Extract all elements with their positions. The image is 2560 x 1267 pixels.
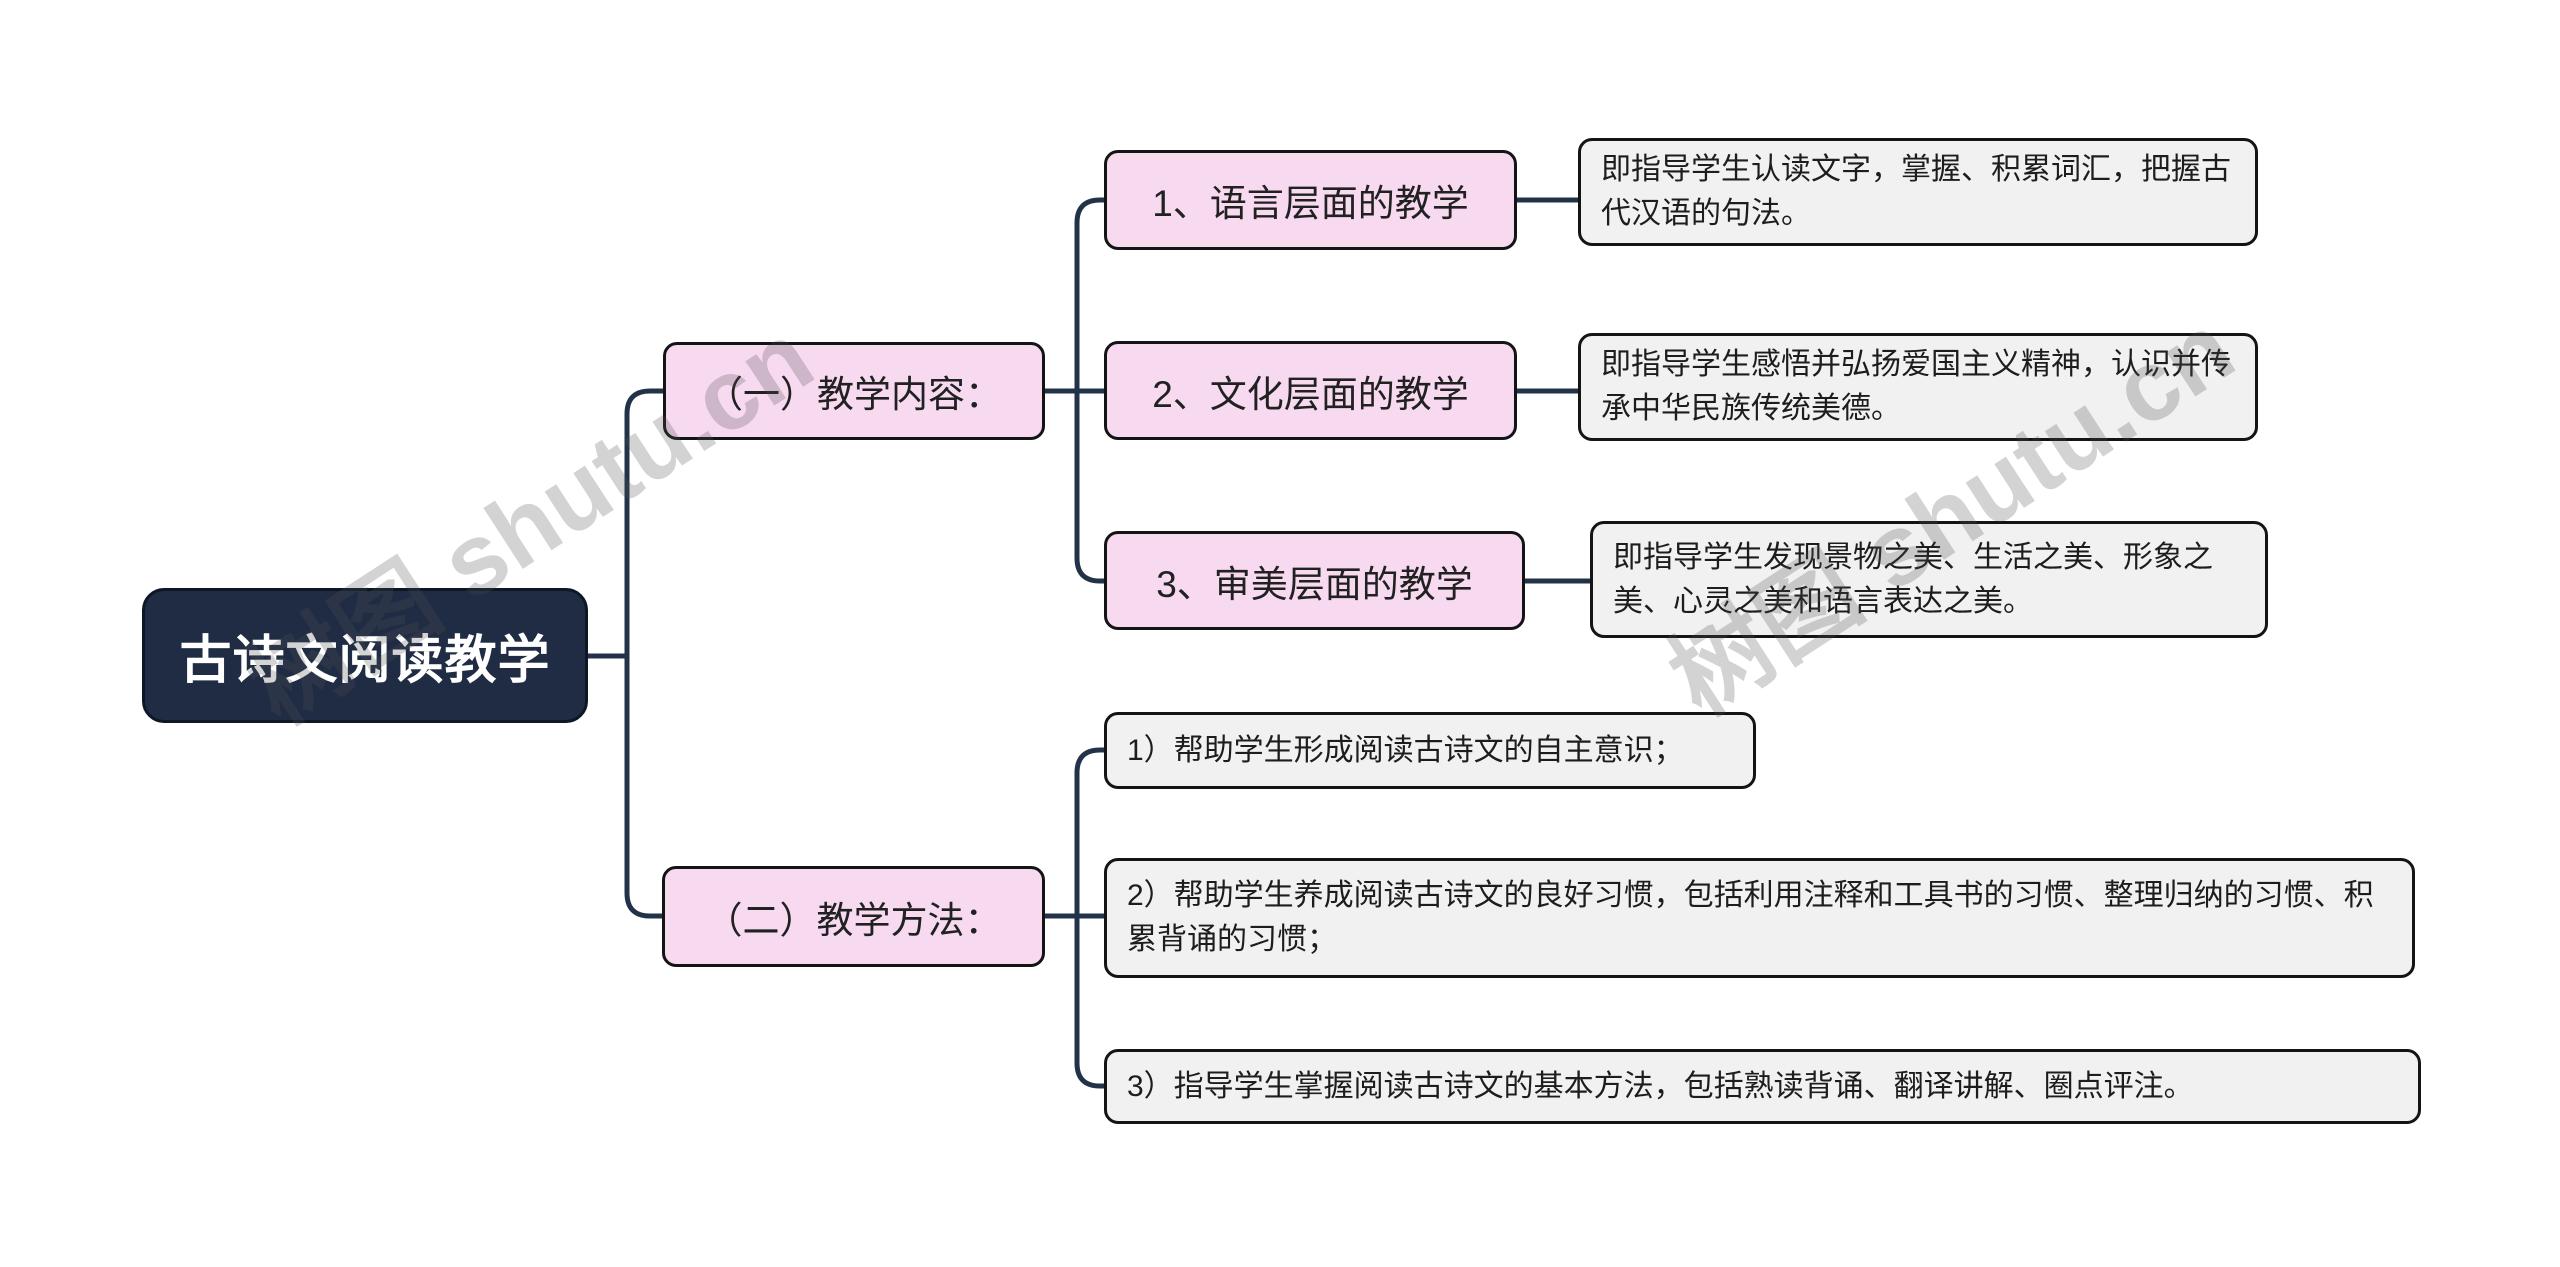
topic-desc-2-text: 即指导学生感悟并弘扬爱国主义精神，认识并传承中华民族传统美德。	[1601, 348, 2231, 425]
connector-branch1-trunk	[1074, 197, 1107, 584]
method-item-2[interactable]: 2）帮助学生养成阅读古诗文的良好习惯，包括利用注释和工具书的习惯、整理归纳的习惯…	[1104, 858, 2415, 978]
topic-node-1-label: 1、语言层面的教学	[1152, 183, 1469, 224]
topic-desc-3[interactable]: 即指导学生发现景物之美、生活之美、形象之美、心灵之美和语言表达之美。	[1590, 521, 2268, 638]
topic-desc-2[interactable]: 即指导学生感悟并弘扬爱国主义精神，认识并传承中华民族传统美德。	[1578, 333, 2258, 441]
topic-node-2-label: 2、文化层面的教学	[1152, 373, 1469, 415]
branch-method-node[interactable]: （二）教学方法：	[662, 866, 1045, 967]
topic-node-3-label: 3、审美层面的教学	[1156, 563, 1473, 605]
topic-node-1[interactable]: 1、语言层面的教学	[1104, 150, 1517, 250]
connector-main-trunk	[624, 388, 666, 919]
topic-node-2[interactable]: 2、文化层面的教学	[1104, 341, 1517, 440]
branch-content-label: （一）教学内容：	[706, 374, 1002, 415]
method-item-2-text: 2）帮助学生养成阅读古诗文的良好习惯，包括利用注释和工具书的习惯、整理归纳的习惯…	[1127, 879, 2374, 956]
root-node-label: 古诗文阅读教学	[179, 632, 551, 690]
method-item-1[interactable]: 1）帮助学生形成阅读古诗文的自主意识；	[1104, 712, 1756, 789]
topic-desc-1-text: 即指导学生认读文字，掌握、积累词汇，把握古代汉语的句法。	[1601, 153, 2231, 230]
topic-desc-3-text: 即指导学生发现景物之美、生活之美、形象之美、心灵之美和语言表达之美。	[1613, 540, 2213, 618]
connector-branch2-trunk	[1074, 747, 1107, 1089]
method-item-3-text: 3）指导学生掌握阅读古诗文的基本方法，包括熟读背诵、翻译讲解、圈点评注。	[1127, 1069, 2194, 1103]
topic-node-3[interactable]: 3、审美层面的教学	[1104, 531, 1525, 630]
branch-content-node[interactable]: （一）教学内容：	[663, 342, 1045, 440]
branch-method-label: （二）教学方法：	[705, 899, 1002, 941]
root-node[interactable]: 古诗文阅读教学	[142, 588, 588, 723]
method-item-1-text: 1）帮助学生形成阅读古诗文的自主意识；	[1127, 733, 1684, 767]
method-item-3[interactable]: 3）指导学生掌握阅读古诗文的基本方法，包括熟读背诵、翻译讲解、圈点评注。	[1104, 1049, 2421, 1124]
topic-desc-1[interactable]: 即指导学生认读文字，掌握、积累词汇，把握古代汉语的句法。	[1578, 138, 2258, 246]
